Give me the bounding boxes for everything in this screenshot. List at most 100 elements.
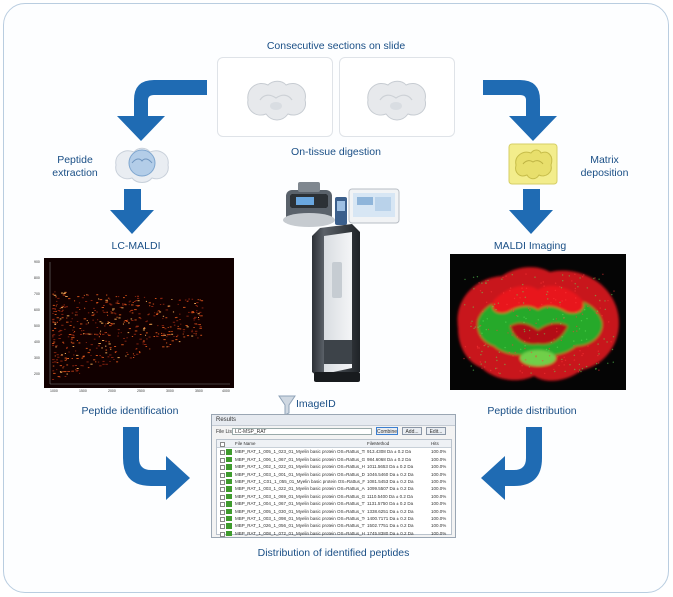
column-header[interactable]: Hits: [431, 441, 439, 446]
row-file-name: MBP_RAT_1_003_1_022_01_Myelin basic prot…: [235, 486, 365, 492]
row-checkbox[interactable]: [220, 472, 225, 478]
maldi-pixel: [569, 364, 571, 366]
lc-peak-spot: [107, 321, 109, 323]
file-list-select[interactable]: LC-MSP_RAT: [232, 428, 372, 435]
table-row[interactable]: MBP_RAT_1_003_1_022_01_Myelin basic prot…: [217, 485, 451, 493]
lc-peak-spot: [154, 312, 156, 314]
row-checkbox[interactable]: [220, 487, 225, 493]
edit-button[interactable]: Edit...: [426, 427, 446, 435]
lc-maldi-instrument-icon: [283, 182, 335, 227]
row-file-name: MBP_RAT_1_003_1_069_01_Myelin basic prot…: [235, 493, 365, 499]
column-header[interactable]: FileMethod: [367, 441, 390, 446]
lc-peak-spot: [98, 298, 100, 300]
maldi-pixel: [481, 282, 483, 284]
lc-peak-spot: [62, 341, 65, 343]
slide-left: [217, 57, 333, 137]
lc-peak-spot: [101, 347, 103, 349]
maldi-pixel: [586, 287, 588, 289]
row-checkbox[interactable]: [220, 509, 225, 515]
row-hits: 98.5%: [431, 537, 451, 538]
table-row[interactable]: MBP_RAT_1_002_1_022_01_Myelin basic prot…: [217, 463, 451, 471]
lc-peak-spot: [66, 317, 68, 319]
maldi-pixel: [606, 341, 608, 343]
maldi-pixel: [560, 323, 562, 325]
lc-peak-spot: [193, 319, 195, 321]
maldi-pixel: [504, 346, 506, 349]
maldi-pixel: [512, 310, 515, 312]
maldi-pixel: [524, 359, 527, 361]
row-checkbox[interactable]: [220, 524, 225, 530]
row-checkbox[interactable]: [220, 465, 225, 471]
table-row[interactable]: MBP_RAT_1_005_1_030_01_Myelin basic prot…: [217, 508, 451, 515]
lc-peak-spot: [162, 335, 164, 337]
lc-peak-spot: [105, 345, 107, 347]
table-row[interactable]: MBP_RAT_1_003_1_001_01_Myelin basic prot…: [217, 471, 451, 478]
lc-peak-spot: [191, 312, 194, 314]
row-hits: 100.0%: [431, 515, 447, 521]
row-checkbox[interactable]: [220, 494, 225, 500]
lc-peak-spot: [79, 372, 81, 374]
maldi-pixel: [523, 328, 525, 331]
lc-peak-spot: [76, 358, 79, 359]
lc-peak-spot: [60, 360, 63, 362]
lc-peak-spot: [110, 304, 113, 306]
lc-peak-spot: [166, 336, 168, 338]
maldi-pixel: [546, 293, 548, 296]
row-checkbox[interactable]: [220, 457, 225, 463]
lc-peak-spot: [109, 361, 111, 362]
table-row[interactable]: MBP_RAT_1_003_1_069_01_Myelin basic prot…: [217, 493, 451, 500]
combine-button[interactable]: Combine: [376, 427, 398, 435]
lc-peak-spot: [145, 332, 148, 334]
lc-peak-spot: [108, 322, 111, 323]
table-row[interactable]: MBP_RAT_1_C01_1_055_01_Myelin basic prot…: [217, 478, 451, 485]
lc-peak-spot: [90, 300, 93, 301]
lc-peak-spot: [92, 319, 94, 321]
table-row[interactable]: MBP_RAT_1_004_1_155_01_Myelin basic prot…: [217, 537, 451, 538]
lc-peak-spot: [116, 316, 118, 318]
maldi-pixel: [523, 330, 526, 333]
table-row[interactable]: MBP_RAT_1_008_1_072_01_Myelin basic prot…: [217, 530, 451, 537]
table-row[interactable]: MBP_RAT_1_004_1_067_01_Myelin basic prot…: [217, 500, 451, 508]
lc-peak-spot: [104, 332, 107, 334]
maldi-pixel: [555, 299, 557, 301]
maldi-pixel: [495, 367, 497, 370]
table-row[interactable]: MBP_RAT_1_026_1_056_01_Myelin basic prot…: [217, 522, 451, 530]
lc-y-tick: 600: [34, 308, 40, 312]
lc-peak-spot: [93, 359, 96, 361]
lc-peak-spot: [143, 327, 146, 329]
lc-peak-spot: [156, 336, 159, 337]
lc-peak-spot: [94, 333, 96, 335]
lc-peak-spot: [71, 358, 73, 359]
lc-peak-spot: [163, 334, 166, 336]
maldi-pixel: [469, 356, 471, 359]
maldi-pixel: [498, 351, 500, 353]
lc-peak-spot: [200, 315, 203, 317]
table-row[interactable]: MBP_RAT_1_006_1_067_01_Myelin basic prot…: [217, 456, 451, 463]
row-checkbox[interactable]: [220, 516, 225, 522]
add-button[interactable]: Add...: [402, 427, 422, 435]
row-checkbox[interactable]: [220, 450, 225, 456]
lc-peak-spot: [157, 325, 159, 327]
lc-peak-spot: [192, 312, 195, 313]
row-checkbox[interactable]: [220, 479, 225, 485]
maldi-pixel: [481, 291, 483, 294]
lc-peak-spot: [81, 330, 83, 332]
row-checkbox[interactable]: [220, 531, 225, 537]
column-header[interactable]: File Name: [235, 441, 256, 446]
select-all-checkbox[interactable]: [220, 442, 225, 447]
maldi-pixel: [524, 296, 526, 298]
lc-peak-spot: [159, 311, 162, 313]
lc-peak-spot: [73, 326, 75, 328]
lc-peak-spot: [52, 334, 56, 336]
lc-peak-spot: [56, 317, 59, 319]
lc-peak-spot: [109, 325, 112, 327]
lc-peak-spot: [173, 336, 175, 337]
maldi-pixel: [611, 293, 613, 296]
maldi-pixel: [598, 353, 600, 355]
row-checkbox[interactable]: [220, 502, 225, 508]
maldi-pixel: [604, 300, 606, 302]
table-row[interactable]: MBP_RAT_1_003_1_098_01_Myelin basic prot…: [217, 515, 451, 522]
maldi-pixel: [561, 300, 563, 302]
maldi-pixel: [524, 347, 526, 350]
table-row[interactable]: MBP_RAT_1_005_1_023_01_Myelin basic prot…: [217, 448, 451, 456]
